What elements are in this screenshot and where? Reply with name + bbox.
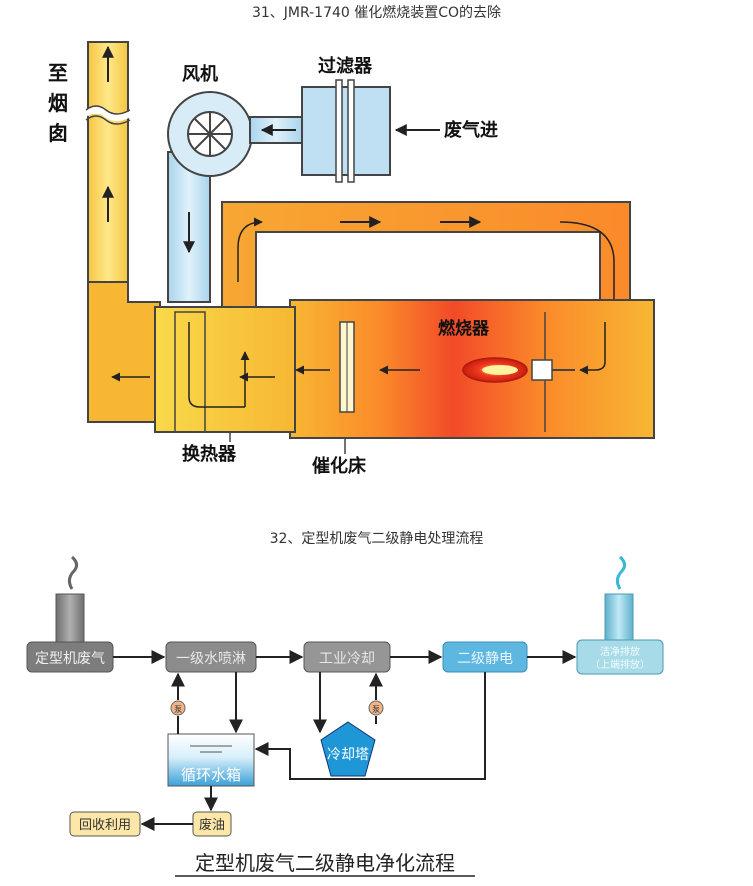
fan	[167, 91, 253, 303]
cooling-node: 工业冷却	[303, 641, 391, 673]
catalytic-combustion-diagram: 至烟囱 风机 过滤器 废气进 燃烧器 换热器 催化床	[48, 41, 655, 477]
svg-text:泵: 泵	[174, 705, 182, 714]
burner	[462, 322, 606, 383]
circulation-tank: 循环水箱	[167, 733, 255, 787]
svg-text:（上端排放）: （上端排放）	[590, 658, 650, 671]
fan-label: 风机	[182, 64, 218, 85]
figure2-caption: 32、定型机废气二级静电处理流程	[269, 531, 484, 547]
svg-text:循环水箱: 循环水箱	[181, 766, 241, 784]
filter-label: 过滤器	[318, 55, 373, 77]
svg-text:废油: 废油	[199, 817, 225, 833]
source-node: 定型机废气	[26, 641, 114, 673]
inlet-label: 废气进	[444, 119, 498, 141]
clean-discharge-node: 洁净排放 （上端排放）	[576, 639, 664, 675]
svg-text:一级水喷淋: 一级水喷淋	[176, 651, 246, 667]
clean-stack-icon	[604, 555, 634, 643]
esp-process-flow-diagram: 定型机废气 一级水喷淋 工业冷却 二级静电 洁净排放 （上端排放） 循环水箱 泵…	[26, 555, 664, 877]
exhaust-duct	[87, 281, 161, 423]
chimney-label: 至烟囱	[48, 61, 68, 145]
cooling-tower: 冷却塔	[320, 721, 376, 777]
esp-node: 二级静电	[442, 641, 528, 673]
waste-oil-node: 废油	[192, 811, 232, 837]
recycle-node: 回收利用	[69, 811, 141, 837]
svg-text:回收利用: 回收利用	[79, 818, 131, 833]
spray-node: 一级水喷淋	[165, 641, 257, 673]
pump-icon: 泵	[170, 700, 186, 716]
svg-text:二级静电: 二级静电	[457, 651, 513, 667]
catalyst-bed-label: 催化床	[312, 455, 367, 477]
svg-text:冷却塔: 冷却塔	[327, 747, 369, 763]
svg-text:泵: 泵	[372, 705, 380, 714]
burner-label: 燃烧器	[438, 318, 490, 339]
filter	[301, 79, 391, 183]
svg-text:工业冷却: 工业冷却	[319, 651, 375, 667]
svg-text:定型机废气: 定型机废气	[35, 651, 105, 667]
svg-text:洁净排放: 洁净排放	[600, 645, 640, 658]
pump-icon: 泵	[368, 700, 384, 716]
exchanger-label: 换热器	[182, 443, 237, 465]
flow-title: 定型机废气二级静电净化流程	[195, 851, 455, 875]
heat-exchanger	[111, 306, 296, 433]
figure1-caption: 31、JMR-1740 催化燃烧装置CO的去除	[251, 5, 502, 21]
catalyst-bed	[339, 321, 355, 413]
source-stack-icon	[55, 555, 85, 643]
